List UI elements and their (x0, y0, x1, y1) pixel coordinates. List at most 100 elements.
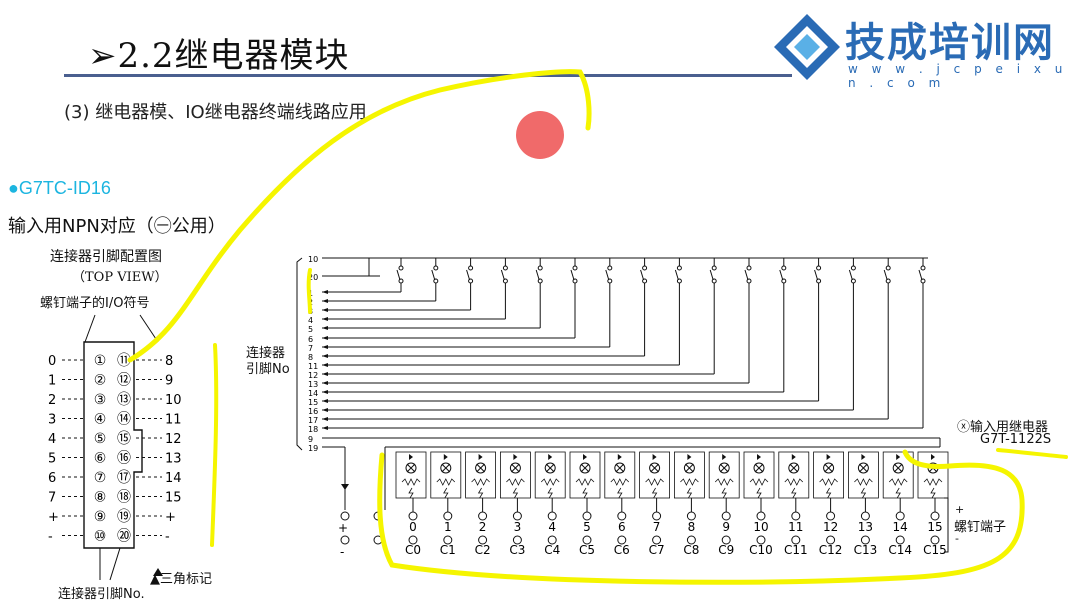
right-terminal-label: 10 (165, 393, 182, 408)
relay-led-icon (547, 487, 553, 499)
signal-arrow (322, 317, 328, 321)
relay-box (917, 451, 949, 499)
right-terminal-label: + (165, 510, 176, 525)
left-terminal-label: 0 (48, 354, 56, 369)
signal-arrow (322, 426, 328, 430)
connector-pin-label: 3 (308, 307, 313, 316)
triangle-mark-label: ▲三角标记 (150, 572, 212, 587)
common-label: C13 (854, 543, 878, 557)
output-terminal (860, 511, 870, 521)
signal-arrow (322, 372, 328, 376)
left-terminal-label: 5 (48, 452, 56, 467)
right-terminal-label: 11 (165, 413, 182, 428)
relay-resistor-icon (749, 478, 769, 486)
switch-blade (709, 269, 714, 281)
switch-contact (920, 265, 926, 271)
io-number-label: 6 (618, 520, 626, 534)
switch-blade (814, 269, 819, 281)
connector-pin-label: 9 (308, 435, 313, 444)
relay-diode-icon (409, 454, 413, 460)
connector-pin-label: 13 (308, 380, 318, 389)
relay-box (465, 451, 497, 499)
model-name: ●G7TC-ID16 (8, 178, 111, 198)
right-terminal-label: 12 (165, 432, 182, 447)
switch-blade (918, 269, 923, 281)
output-terminal (930, 511, 940, 521)
relay-diode-icon (617, 454, 622, 460)
relay-box (639, 451, 670, 499)
switch-contact (850, 265, 856, 271)
relay-diode-icon (687, 454, 692, 460)
relay-box (882, 451, 914, 499)
relay-led-icon (651, 487, 658, 499)
relay-led-icon (582, 487, 588, 499)
relay-diode-icon (861, 454, 866, 460)
relay-label-line1: ⓧ输入用继电器 (957, 420, 1049, 435)
laser-pointer-dot (516, 111, 564, 159)
left-pin-number: ⑨ (94, 509, 107, 525)
relay-box (499, 451, 531, 499)
connector-pin-label: 14 (308, 389, 318, 398)
switch-blade (605, 269, 610, 281)
signal-arrow (322, 381, 328, 385)
relay-resistor-icon (854, 478, 873, 486)
switch-blade (570, 269, 575, 281)
signal-arrow (322, 363, 328, 367)
left-terminal-label: 2 (48, 393, 56, 408)
output-terminal (512, 511, 522, 521)
logo-url: w w w . j c p e i x u n . c o m (848, 62, 1068, 90)
relay-led-icon (756, 487, 762, 499)
relay-diode-icon (583, 454, 587, 460)
signal-arrow (322, 354, 328, 358)
connector-pin-label: 8 (308, 353, 313, 362)
io-number-label: 3 (514, 520, 522, 534)
right-pin-number: ⑯ (117, 451, 131, 467)
output-terminal (443, 511, 453, 521)
left-terminal-label: + (48, 510, 59, 525)
switch-blade (500, 269, 505, 281)
relay-diode-icon (478, 454, 483, 460)
connector-pin-label: 10 (308, 255, 318, 264)
common-label: C5 (579, 543, 595, 557)
relay-led-icon (825, 487, 832, 499)
io-number-label: 11 (788, 520, 803, 534)
io-number-label: 15 (927, 520, 942, 534)
relay-diode-icon (548, 454, 553, 460)
output-terminal (478, 511, 488, 521)
switch-contact (746, 265, 752, 271)
switch-contact (781, 265, 787, 271)
relay-resistor-icon (645, 478, 664, 486)
connector-pin-label: 18 (308, 425, 318, 434)
left-pin-number: ⑩ (94, 529, 107, 545)
relay-led-icon (791, 487, 797, 499)
relay-box (778, 451, 810, 499)
switch-contact (676, 265, 682, 271)
relay-resistor-icon (540, 478, 560, 486)
left-terminal-label: 4 (48, 432, 56, 447)
output-terminal (895, 511, 905, 521)
io-number-label: 13 (858, 520, 873, 534)
output-terminal (791, 511, 801, 521)
switch-blade (674, 269, 679, 281)
connector-pin-label: 2 (308, 298, 313, 307)
relay-resistor-icon (401, 478, 421, 486)
relay-diode-icon (757, 454, 761, 460)
connector-pin-label: 19 (308, 444, 318, 453)
switch-blade (779, 269, 784, 281)
switch-blade (883, 269, 888, 281)
signal-arrow (322, 345, 328, 349)
relay-led-icon (477, 487, 484, 499)
io-number-label: 0 (409, 520, 417, 534)
relay-resistor-icon (436, 478, 456, 486)
power-terminal-3 (373, 535, 383, 545)
relay-led-icon (443, 487, 449, 499)
power-terminal-2 (373, 511, 383, 521)
signal-arrow (322, 399, 328, 403)
right-pin-number: ⑬ (117, 392, 131, 408)
left-pin-number: ③ (94, 392, 107, 408)
relay-box (743, 451, 775, 499)
relay-led-icon (895, 487, 901, 499)
common-label: C11 (784, 543, 808, 557)
relay-diode-icon (791, 454, 796, 460)
